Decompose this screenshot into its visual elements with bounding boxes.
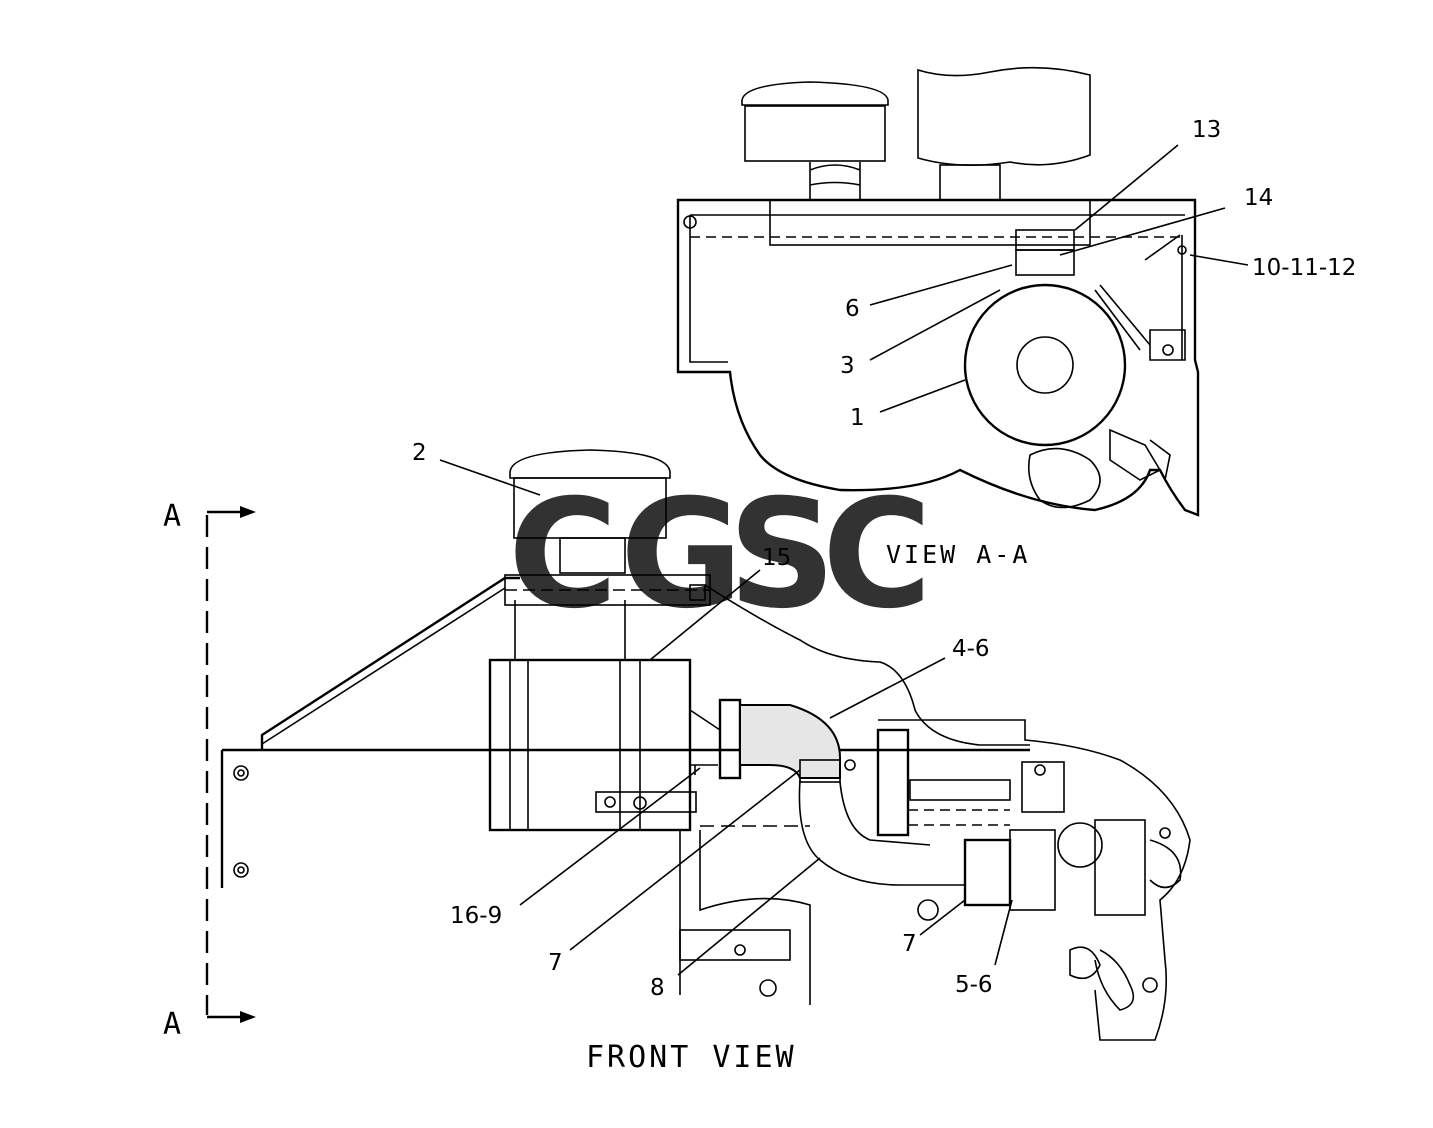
- watermark-letter-s: S: [728, 468, 836, 642]
- callout-labels: 13 14 10-11-12 6 3 1 2 15 4-6 16-9 7 8 7…: [412, 117, 1356, 1001]
- callout-5-6: 5-6: [955, 972, 993, 998]
- watermark-letter-g: G: [620, 468, 743, 642]
- callout-16-9: 16-9: [450, 903, 502, 929]
- callout-3: 3: [840, 353, 855, 379]
- callout-4-6: 4-6: [952, 636, 990, 662]
- front-view-title: FRONT VIEW: [586, 1040, 797, 1075]
- view-aa-drawing: [676, 66, 1200, 517]
- callout-8: 8: [650, 975, 665, 1001]
- callout-15: 15: [762, 545, 791, 571]
- callout-14: 14: [1244, 185, 1273, 211]
- cgsc-watermark: C G S C: [508, 468, 932, 642]
- section-marker-top: A: [163, 499, 181, 534]
- leader-lines: [439, 144, 1249, 976]
- section-marker-bottom: A: [163, 1007, 181, 1042]
- watermark-letter-c2: C: [822, 468, 932, 642]
- watermark-letter-c1: C: [508, 468, 618, 642]
- callout-2: 2: [412, 440, 427, 466]
- callout-13: 13: [1192, 117, 1221, 143]
- callout-6: 6: [845, 296, 860, 322]
- view-aa-title: VIEW A-A: [886, 540, 1030, 569]
- front-view-drawing: [205, 449, 1191, 1041]
- callout-10-11-12: 10-11-12: [1252, 255, 1356, 281]
- callout-7-left: 7: [548, 950, 563, 976]
- callout-7-right: 7: [902, 931, 917, 957]
- callout-1: 1: [850, 405, 865, 431]
